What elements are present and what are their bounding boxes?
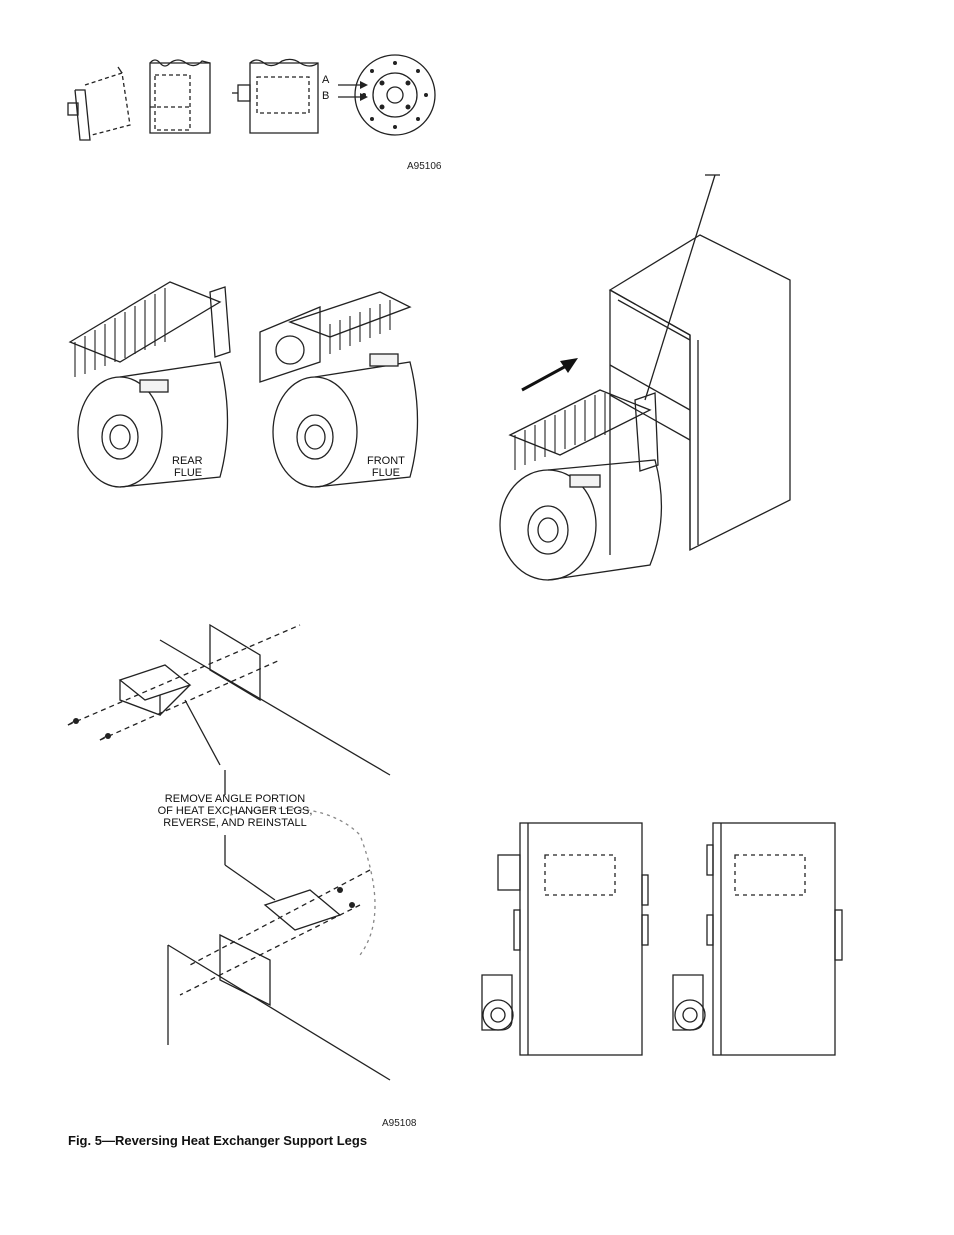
note-line3: REVERSE, AND REINSTALL (140, 817, 330, 829)
remove-angle-note: REMOVE ANGLE PORTION OF HEAT EXCHANGER L… (140, 793, 330, 829)
figure-5-support-legs: REMOVE ANGLE PORTION OF HEAT EXCHANGER L… (60, 615, 420, 1135)
front-flue-label: FRONT FLUE (367, 455, 405, 479)
label-b: B (322, 90, 329, 102)
figure-flue-orientation: REAR FLUE FRONT FLUE (60, 262, 430, 522)
figure-furnace-cabinet (490, 165, 835, 585)
figure-5-caption: Fig. 5—Reversing Heat Exchanger Support … (68, 1133, 367, 1148)
flange-rotation-drawing (60, 45, 450, 175)
furnace-cabinet-drawing (490, 165, 835, 585)
note-line1: REMOVE ANGLE PORTION (140, 793, 330, 805)
figure-furnace-side-views (470, 815, 850, 1060)
support-legs-drawing (60, 615, 420, 1135)
note-line2: OF HEAT EXCHANGER LEGS, (140, 805, 330, 817)
furnace-side-views-drawing (470, 815, 850, 1060)
figure-flange-rotation: A B A95106 (60, 45, 450, 175)
rear-flue-label: REAR FLUE (172, 455, 203, 479)
label-a: A (322, 74, 329, 86)
front-flue-line2: FLUE (367, 467, 405, 479)
rear-flue-line2: FLUE (172, 467, 203, 479)
figure-code: A95108 (382, 1118, 416, 1129)
heat-exchanger-drawing (60, 262, 430, 522)
figure-code: A95106 (407, 161, 441, 172)
rear-flue-line1: REAR (172, 455, 203, 467)
front-flue-line1: FRONT (367, 455, 405, 467)
